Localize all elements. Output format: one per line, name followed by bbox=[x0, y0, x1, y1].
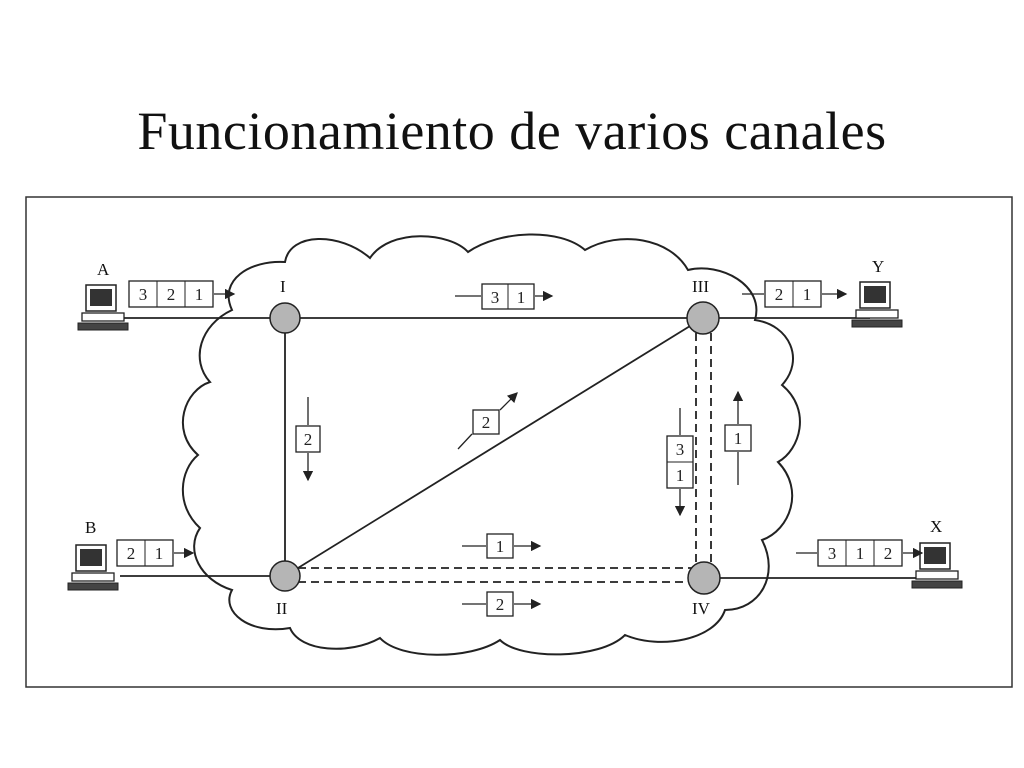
svg-text:1: 1 bbox=[155, 544, 164, 563]
packet-ii-to-iv-bottom: 2 bbox=[462, 591, 542, 617]
svg-text:2: 2 bbox=[496, 595, 505, 614]
packet-ii-to-iii: 2 bbox=[457, 392, 518, 450]
svg-text:IV: IV bbox=[692, 599, 711, 618]
computer-icon bbox=[67, 544, 119, 591]
svg-text:3: 3 bbox=[828, 544, 837, 563]
host-x: X bbox=[911, 517, 963, 589]
link-ii-iii bbox=[284, 317, 704, 577]
node-i: I bbox=[269, 277, 301, 334]
packet-i-to-ii: 2 bbox=[295, 397, 321, 482]
svg-text:3: 3 bbox=[676, 440, 685, 459]
node-iii: III bbox=[686, 277, 720, 335]
host-b: B bbox=[67, 518, 119, 591]
svg-text:A: A bbox=[97, 260, 110, 279]
host-y: Y bbox=[851, 257, 903, 328]
svg-text:2: 2 bbox=[482, 413, 491, 432]
packet-queue-x: 3 1 2 bbox=[796, 539, 924, 567]
computer-icon bbox=[911, 542, 963, 589]
svg-text:1: 1 bbox=[803, 285, 812, 304]
node-iv: IV bbox=[687, 561, 721, 618]
svg-text:2: 2 bbox=[167, 285, 176, 304]
svg-text:1: 1 bbox=[517, 288, 526, 307]
packet-iv-to-iii: 1 bbox=[724, 390, 752, 485]
packet-queue-b: 2 1 bbox=[116, 539, 195, 567]
svg-text:1: 1 bbox=[856, 544, 865, 563]
svg-text:II: II bbox=[276, 599, 288, 618]
packet-i-to-iii: 3 1 bbox=[455, 283, 554, 310]
svg-text:I: I bbox=[280, 277, 286, 296]
svg-text:2: 2 bbox=[775, 285, 784, 304]
computer-icon bbox=[851, 281, 903, 328]
svg-text:1: 1 bbox=[195, 285, 204, 304]
computer-icon bbox=[77, 284, 129, 331]
packet-ii-to-iv-top: 1 bbox=[462, 533, 542, 559]
svg-text:2: 2 bbox=[884, 544, 893, 563]
svg-text:B: B bbox=[85, 518, 96, 537]
diagram-frame bbox=[25, 196, 1013, 688]
svg-text:1: 1 bbox=[496, 537, 505, 556]
svg-text:1: 1 bbox=[676, 466, 685, 485]
host-a: A bbox=[77, 260, 129, 331]
node-ii: II bbox=[269, 560, 301, 618]
svg-text:3: 3 bbox=[491, 288, 500, 307]
svg-text:2: 2 bbox=[127, 544, 136, 563]
packet-queue-a: 3 2 1 bbox=[128, 280, 236, 308]
slide-title: Funcionamiento de varios canales bbox=[137, 101, 887, 161]
packet-iii-to-iv: 3 1 bbox=[666, 408, 694, 517]
svg-text:X: X bbox=[930, 517, 942, 536]
packet-queue-y: 2 1 bbox=[742, 280, 848, 308]
svg-text:3: 3 bbox=[139, 285, 148, 304]
svg-text:1: 1 bbox=[734, 429, 743, 448]
svg-text:2: 2 bbox=[304, 430, 313, 449]
svg-text:Y: Y bbox=[872, 257, 884, 276]
svg-text:III: III bbox=[692, 277, 709, 296]
